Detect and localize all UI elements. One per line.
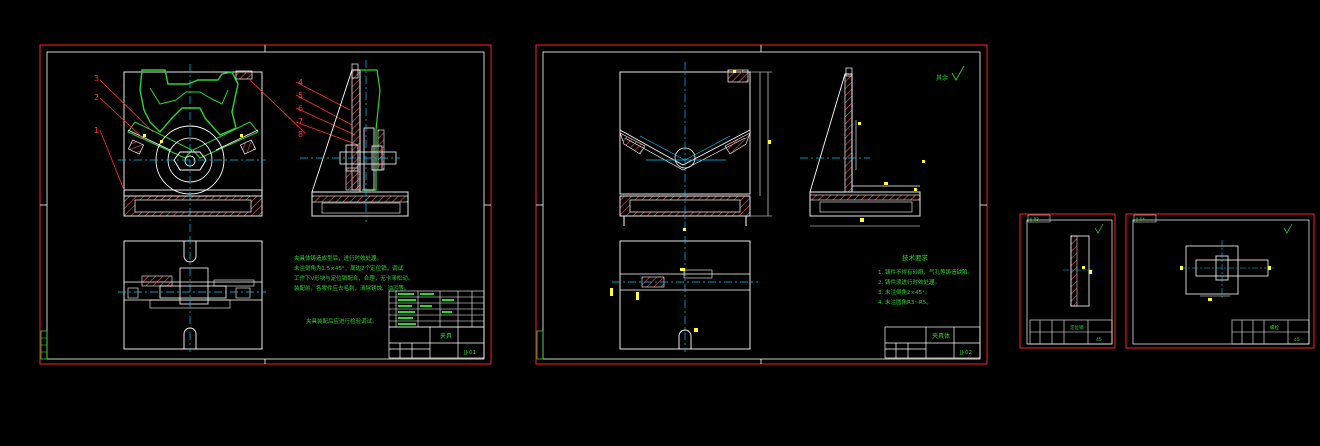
title-code: 45 (1096, 337, 1102, 343)
corner-label: JJ-04 (1135, 217, 1145, 222)
part-balloons-right (249, 79, 359, 146)
note-extra: 夹具装配后应进行检验调试。 (306, 317, 378, 325)
revision-block (536, 330, 544, 360)
title-code: JJ-02 (959, 350, 972, 356)
requirement-3: 3. 未注倒角2×45°。 (878, 288, 930, 296)
inner-frame (542, 51, 981, 360)
parts-list (388, 290, 485, 328)
sheet-fixture-body: 其余 (535, 44, 988, 365)
note-line-4: 装配前，各零件应去毛刺，清除锈蚀、油污等。 (294, 284, 410, 292)
title-main: 定位销 (1070, 324, 1084, 331)
pin-view (1063, 235, 1094, 307)
corner-label: JJ-03 (1029, 217, 1039, 222)
note-line-3: 工作下V形块与定位销配合，合理，无卡滞松动。 (294, 274, 413, 282)
assembly-notes: 夹具体铸造成型后，进行时效处理。 未注倒角为1.5×45°，周边2个定位销，调试… (294, 254, 413, 325)
front-view (118, 64, 266, 232)
requirements-title: 技术要求 (902, 253, 929, 262)
roughness-symbol (951, 65, 965, 81)
bolt-view (1180, 240, 1274, 301)
body-side-view (800, 67, 925, 227)
title-code: JJ-01 (463, 350, 476, 356)
part-balloons-left (99, 79, 154, 191)
sheet-assembly: 3 2 1 4 5 6 7 8 (39, 44, 492, 365)
balloon-5: 5 (298, 91, 303, 100)
title-block (884, 326, 981, 359)
balloon-3: 3 (94, 74, 99, 83)
title-block (388, 326, 485, 359)
sheet-locating-pin: JJ-03 定位销 45 (1019, 213, 1116, 349)
note-line-2: 未注倒角为1.5×45°，周边2个定位销，调试 (294, 264, 404, 272)
title-main: 夹具体 (932, 332, 950, 340)
title-main: 螺栓 (1270, 324, 1279, 331)
title-main: 夹具 (440, 332, 452, 340)
top-view (118, 236, 266, 352)
note-line-1: 夹具体铸造成型后，进行时效处理。 (294, 254, 382, 262)
sheet-border (39, 44, 492, 365)
requirement-2: 2. 铸件须进行时效处理。 (878, 278, 940, 286)
balloon-7: 7 (298, 117, 303, 126)
title-code: 45 (1294, 337, 1300, 343)
sheet-border (535, 44, 988, 365)
balloon-6: 6 (298, 104, 303, 113)
requirement-4: 4. 未注圆角R3~R5。 (878, 298, 932, 306)
sheet-border (1019, 213, 1116, 349)
balloon-1: 1 (94, 126, 99, 135)
requirement-1: 1. 铸件不得有砂眼、气孔等铸造缺陷。 (878, 268, 973, 276)
tech-requirements: 技术要求 1. 铸件不得有砂眼、气孔等铸造缺陷。 2. 铸件须进行时效处理。 3… (878, 253, 973, 306)
body-front-view (619, 62, 772, 232)
sheet-border (1125, 213, 1315, 349)
side-view (300, 60, 409, 222)
sheet-bolt: JJ-04 螺栓 45 (1125, 213, 1315, 349)
inner-frame (1132, 219, 1310, 345)
roughness-label: 其余 (936, 74, 948, 82)
title-block (1029, 319, 1113, 345)
balloon-8: 8 (298, 130, 303, 139)
inner-frame (46, 51, 485, 360)
balloon-2: 2 (94, 93, 99, 102)
body-top-view (610, 236, 758, 352)
title-block (1231, 319, 1310, 345)
balloon-4: 4 (298, 78, 303, 87)
